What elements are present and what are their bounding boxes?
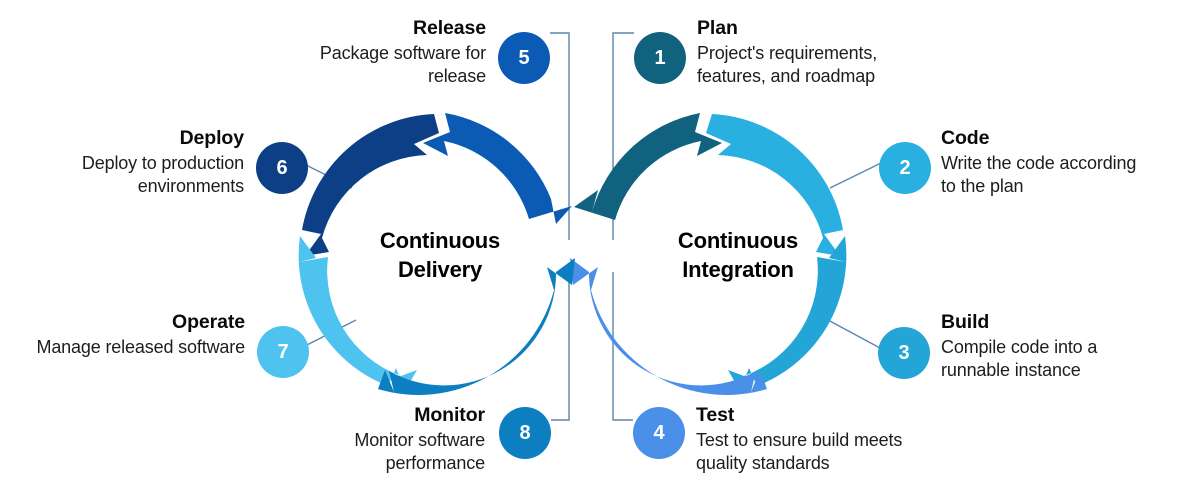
stage-desc-monitor-line2: performance — [385, 453, 486, 474]
badge-number-1: 1 — [654, 47, 665, 69]
stage-desc-plan-line1: Project's requirements, — [697, 42, 878, 63]
arc-deploy — [302, 114, 439, 256]
stage-label-test: Test Test to ensure build meets quality … — [696, 403, 996, 476]
badge-number-5: 5 — [518, 47, 529, 69]
stage-label-plan: Plan Project's requirements, features, a… — [697, 16, 997, 89]
badge-monitor[interactable]: 8 — [499, 407, 551, 459]
stage-desc-release-line2: release — [428, 66, 486, 87]
badge-number-2: 2 — [899, 157, 910, 179]
badge-number-7: 7 — [277, 341, 288, 363]
arc-test — [570, 258, 767, 395]
arc-build — [728, 236, 847, 391]
stage-desc-build-line2: runnable instance — [941, 360, 1081, 381]
stage-desc-monitor-line1: Monitor software — [354, 429, 485, 450]
stage-label-operate: Operate Manage released software — [10, 310, 245, 359]
stage-title-plan: Plan — [697, 17, 738, 39]
stage-desc-build-line1: Compile code into a — [941, 336, 1098, 357]
cd-line-2: Delivery — [397, 257, 482, 283]
stage-desc-test-line2: quality standards — [696, 453, 830, 474]
ci-line-1: Continuous — [677, 228, 799, 253]
stage-title-build: Build — [941, 311, 990, 333]
badge-number-8: 8 — [519, 422, 530, 444]
badge-release[interactable]: 5 — [498, 32, 550, 84]
stage-title-test: Test — [696, 404, 735, 426]
stage-title-monitor: Monitor — [414, 404, 485, 426]
arc-release — [423, 113, 572, 224]
badge-code[interactable]: 2 — [879, 142, 931, 194]
stage-label-code: Code Write the code according to the pla… — [941, 126, 1173, 199]
badge-build[interactable]: 3 — [878, 327, 930, 379]
badge-number-4: 4 — [653, 422, 665, 444]
connector-monitor — [551, 272, 570, 421]
connector-test — [612, 272, 633, 421]
stage-desc-code-line1: Write the code according — [941, 152, 1137, 173]
stage-desc-plan-line2: features, and roadmap — [697, 66, 875, 87]
connector-code — [829, 162, 882, 189]
badge-deploy[interactable]: 6 — [256, 142, 308, 194]
stage-desc-deploy-line2: environments — [137, 176, 244, 197]
arc-monitor — [378, 258, 575, 395]
stage-desc-test-line1: Test to ensure build meets — [696, 429, 903, 450]
stage-label-monitor: Monitor Monitor software performance — [247, 403, 485, 476]
stage-desc-release-line1: Package software for — [319, 42, 486, 63]
stage-label-release: Release Package software for release — [244, 16, 486, 89]
arc-code — [706, 114, 843, 256]
stage-desc-code-line2: to the plan — [941, 176, 1024, 197]
stage-desc-deploy-line1: Deploy to production — [81, 152, 244, 173]
stage-number-badges: 5 1 6 2 7 3 8 — [256, 32, 931, 459]
arc-plan — [574, 113, 722, 220]
stage-desc-operate-line1: Manage released software — [36, 336, 245, 357]
connector-release — [550, 32, 570, 240]
center-label-continuous-integration: Continuous Integration — [663, 226, 813, 285]
stage-title-deploy: Deploy — [179, 127, 245, 149]
badge-number-3: 3 — [898, 342, 909, 364]
stage-title-operate: Operate — [172, 311, 245, 333]
stage-label-build: Build Compile code into a runnable insta… — [941, 310, 1173, 383]
center-label-continuous-delivery: Continuous Delivery — [365, 226, 515, 285]
badge-test[interactable]: 4 — [633, 407, 685, 459]
stage-title-release: Release — [412, 17, 486, 39]
badge-plan[interactable]: 1 — [634, 32, 686, 84]
stage-label-deploy: Deploy Deploy to production environments — [10, 126, 244, 199]
stage-title-code: Code — [941, 127, 990, 149]
badge-operate[interactable]: 7 — [257, 326, 309, 378]
ci-line-2: Integration — [682, 257, 794, 283]
badge-number-6: 6 — [276, 157, 287, 179]
arc-operate — [298, 236, 417, 391]
cd-line-1: Continuous — [379, 228, 501, 253]
connector-build — [827, 319, 881, 349]
